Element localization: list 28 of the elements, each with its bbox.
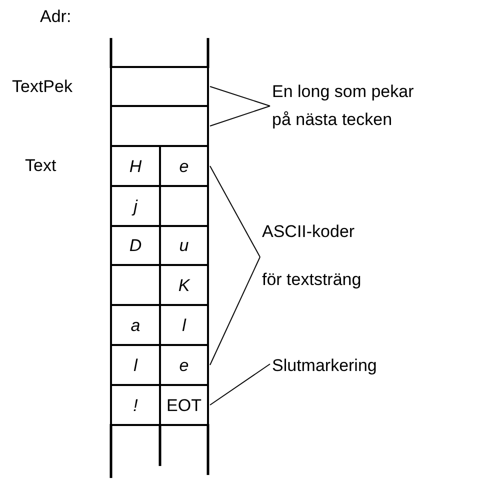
memory-cell (110, 66, 209, 107)
leader-line (210, 106, 270, 126)
address-label: Adr: (40, 6, 72, 28)
cell-value: u (179, 237, 189, 254)
memory-cell (110, 384, 161, 426)
memory-cell (110, 105, 209, 147)
leader-line (210, 364, 270, 406)
annotation-text: ASCII-koder (262, 221, 356, 243)
memory-cell (159, 384, 209, 426)
leader-line (210, 256, 260, 366)
leader-line (210, 86, 270, 106)
cell-value: H (129, 158, 142, 174)
cell-value: j (134, 198, 138, 214)
annotation-text: för textsträng (262, 269, 362, 291)
annotation-text: Slutmarkering (272, 355, 378, 377)
cell-value: ! (133, 396, 138, 414)
cell-value: D (129, 237, 142, 254)
annotation-text: En long som pekar på nästa tecken (272, 81, 415, 131)
leader-line (210, 166, 260, 258)
cell-value: a (130, 316, 140, 334)
cell-value: l (182, 316, 186, 334)
cell-value: EOT (166, 396, 202, 414)
cell-value: K (178, 276, 190, 294)
variable-label: TextPek (12, 76, 72, 98)
cell-value: l (134, 356, 138, 374)
cell-value: e (179, 356, 189, 374)
variable-label: Text (25, 155, 56, 177)
cell-value: e (179, 158, 189, 174)
